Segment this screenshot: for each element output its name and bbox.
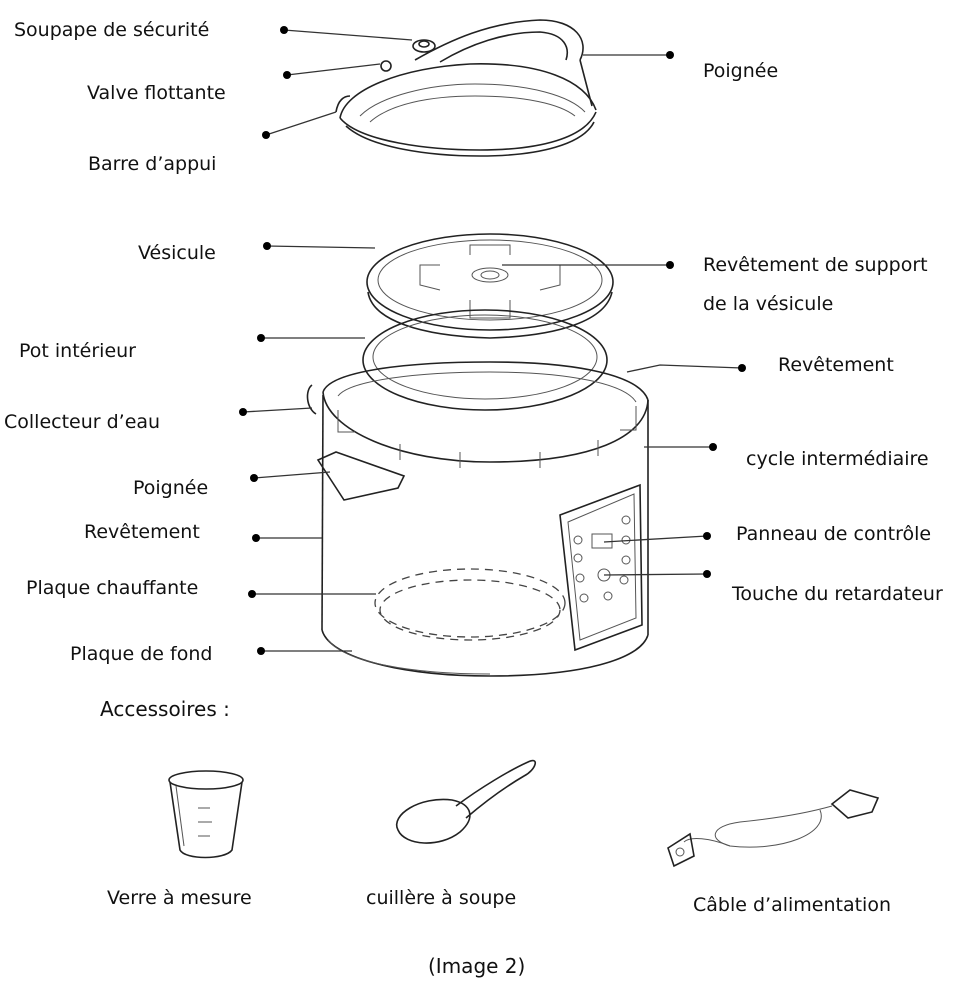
label-intermediate-cycle: cycle intermédiaire [746, 448, 929, 470]
leader-dots [239, 26, 746, 655]
leader-lines [242, 29, 743, 652]
label-vesicule: Vésicule [138, 242, 216, 264]
measuring-cup-drawing [168, 770, 244, 859]
accessories-heading: Accessoires : [100, 697, 230, 721]
label-control-panel: Panneau de contrôle [736, 523, 932, 545]
label-measuring-cup: Verre à mesure [107, 887, 252, 909]
label-float-valve: Valve flottante [87, 82, 226, 104]
power-cable-drawing [667, 789, 880, 868]
lid-drawing [335, 19, 597, 157]
label-support-bar: Barre d’appui [88, 153, 217, 175]
soup-spoon-drawing [395, 759, 536, 844]
inner-pot-drawing [362, 309, 608, 411]
label-water-collector: Collecteur d’eau [4, 411, 161, 433]
label-soup-spoon: cuillère à soupe [366, 887, 517, 909]
label-heating-plate: Plaque chauffante [26, 577, 199, 599]
label-coating-left: Revêtement [84, 521, 200, 543]
label-handle-left: Poignée [133, 477, 209, 499]
label-handle-lid: Poignée [703, 60, 779, 82]
label-rack-support-line1: Revêtement de support [703, 254, 928, 276]
label-timer-key: Touche du retardateur [732, 583, 943, 605]
label-rack-support-line2: de la vésicule [703, 293, 834, 315]
figure-caption: (Image 2) [428, 954, 526, 978]
label-inner-pot: Pot intérieur [19, 340, 136, 362]
cooker-body-drawing [306, 361, 649, 677]
label-coating-right: Revêtement [778, 354, 894, 376]
steam-rack-drawing [366, 233, 614, 339]
label-bottom-plate: Plaque de fond [70, 643, 213, 665]
label-power-cable: Câble d’alimentation [693, 894, 892, 916]
label-safety-valve: Soupape de sécurité [14, 19, 210, 41]
